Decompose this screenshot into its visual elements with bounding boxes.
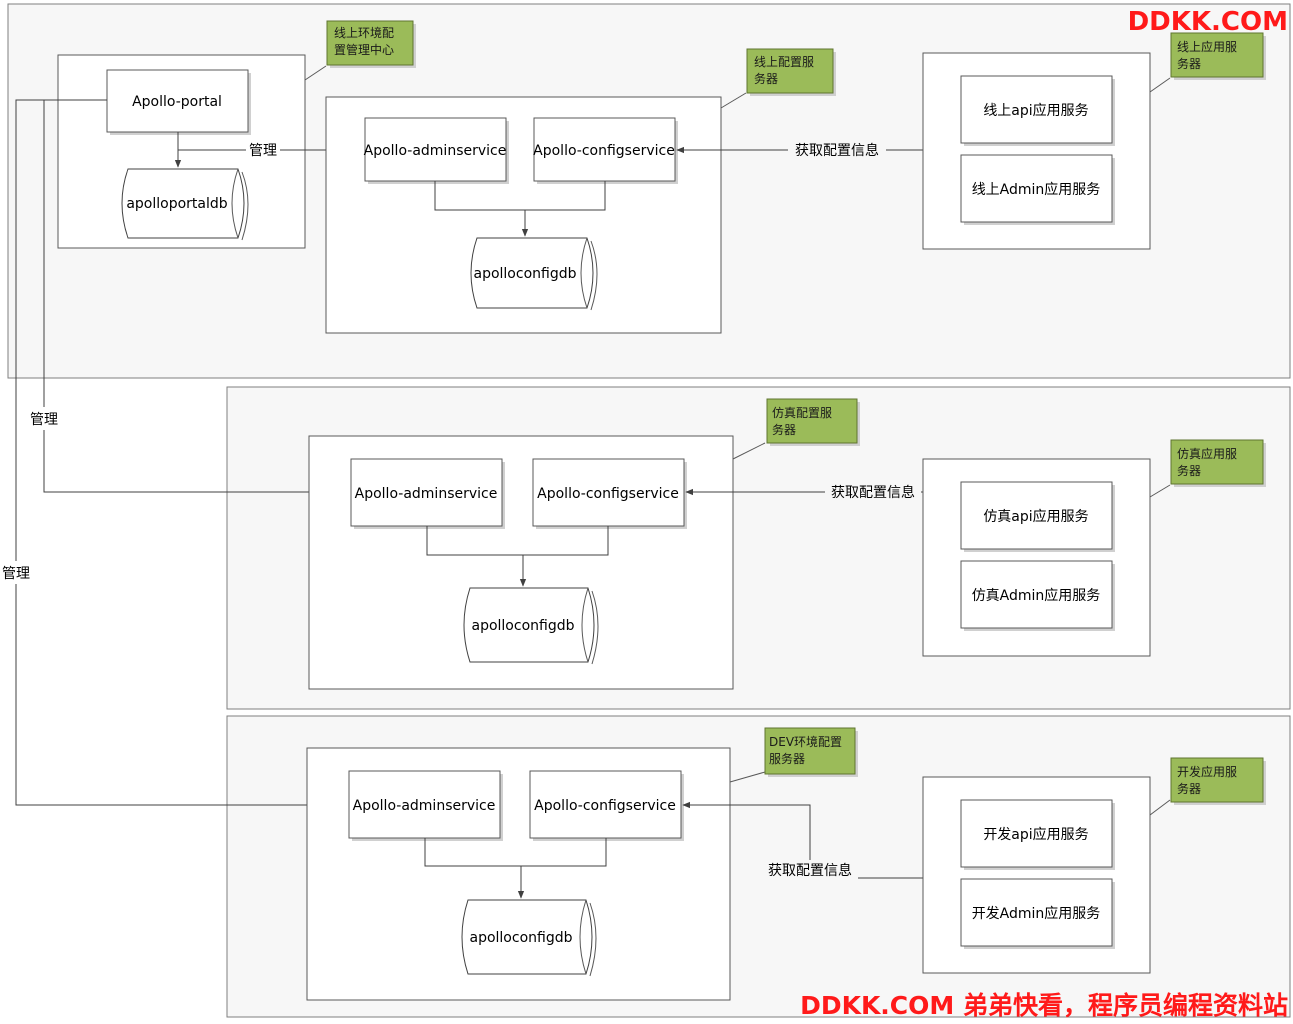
fetch-label-dev: 获取配置信息 [768, 862, 852, 879]
sim-app-note-line1: 仿真应用服 [1177, 446, 1237, 461]
dev-adminservice-box [348, 770, 501, 839]
sim-adminservice-label: Apollo-adminservice [355, 486, 498, 502]
sim-admin-app-box [960, 560, 1113, 629]
dev-configservice-label: Apollo-configservice [534, 798, 676, 814]
sim-server-note-line1: 仿真配置服 [772, 406, 832, 420]
portal-note-line2: 置管理中心 [334, 42, 394, 57]
online-server-note-line2: 务器 [754, 71, 778, 86]
sim-admin-app-label: 仿真Admin应用服务 [972, 587, 1101, 604]
watermark-bottom: DDKK.COM 弟弟快看，程序员编程资料站 [800, 991, 1288, 1020]
watermark-top: DDKK.COM [1128, 7, 1288, 37]
dev-adminservice-label: Apollo-adminservice [353, 798, 496, 814]
portal-note [326, 20, 414, 66]
apolloportaldb-label: apolloportaldb [126, 196, 227, 212]
sim-configservice-box [532, 458, 685, 527]
online-admin-app-label: 线上Admin应用服务 [972, 181, 1101, 198]
sim-server-note-line2: 务器 [772, 422, 796, 437]
dev-api-box [960, 799, 1113, 868]
apollo-portal-label: Apollo-portal [132, 94, 222, 110]
online-server-note-line1: 线上配置服 [754, 55, 814, 69]
online-server-note [746, 48, 834, 94]
dev-api-label: 开发api应用服务 [983, 826, 1088, 843]
sim-configdb-label: apolloconfigdb [472, 618, 575, 634]
sim-app-note-line2: 务器 [1177, 463, 1201, 478]
dev-app-note-line1: 开发应用服 [1177, 764, 1237, 779]
dev-server-note-line1: DEV环境配置 [769, 734, 842, 749]
dev-admin-app-label: 开发Admin应用服务 [972, 905, 1101, 922]
online-app-note-line1: 线上应用服 [1177, 39, 1237, 54]
apolloportaldb-cylinder: apolloportaldb [121, 168, 249, 241]
manage-label-online: 管理 [249, 143, 277, 159]
sim-configservice-label: Apollo-configservice [537, 486, 679, 502]
sim-api-box [960, 481, 1113, 550]
manage-label-sim: 管理 [30, 412, 58, 428]
sim-configdb-cylinder: apolloconfigdb [463, 587, 599, 665]
apollo-portal-box [106, 69, 249, 133]
dev-server-note [764, 727, 856, 775]
dev-configdb-label: apolloconfigdb [470, 930, 573, 946]
online-configservice-box [533, 117, 676, 182]
online-configdb-label: apolloconfigdb [474, 266, 577, 282]
dev-admin-app-box [960, 878, 1113, 947]
fetch-label-sim: 获取配置信息 [831, 484, 915, 501]
dev-server-note-line2: 服务器 [769, 751, 805, 766]
sim-app-note [1170, 439, 1264, 485]
online-configservice-label: Apollo-configservice [533, 143, 675, 159]
online-adminservice-label: Apollo-adminservice [364, 143, 507, 159]
online-api-box [960, 75, 1113, 144]
sim-adminservice-box [350, 458, 503, 527]
online-api-label: 线上api应用服务 [983, 102, 1088, 119]
dev-configservice-box [529, 770, 682, 839]
online-adminservice-box [364, 117, 507, 182]
portal-note-line1: 线上环境配 [334, 25, 394, 40]
dev-app-note-line2: 务器 [1177, 781, 1201, 796]
online-app-note-line2: 务器 [1177, 56, 1201, 71]
dev-app-note [1170, 757, 1264, 803]
dev-configdb-cylinder: apolloconfigdb [461, 899, 597, 977]
online-admin-app-box [960, 154, 1113, 223]
fetch-label-online: 获取配置信息 [795, 142, 879, 159]
online-configdb-cylinder: apolloconfigdb [470, 237, 598, 311]
online-app-note [1170, 32, 1264, 78]
sim-api-label: 仿真api应用服务 [983, 508, 1088, 525]
sim-server-note [766, 398, 858, 444]
manage-label-dev: 管理 [2, 566, 30, 582]
